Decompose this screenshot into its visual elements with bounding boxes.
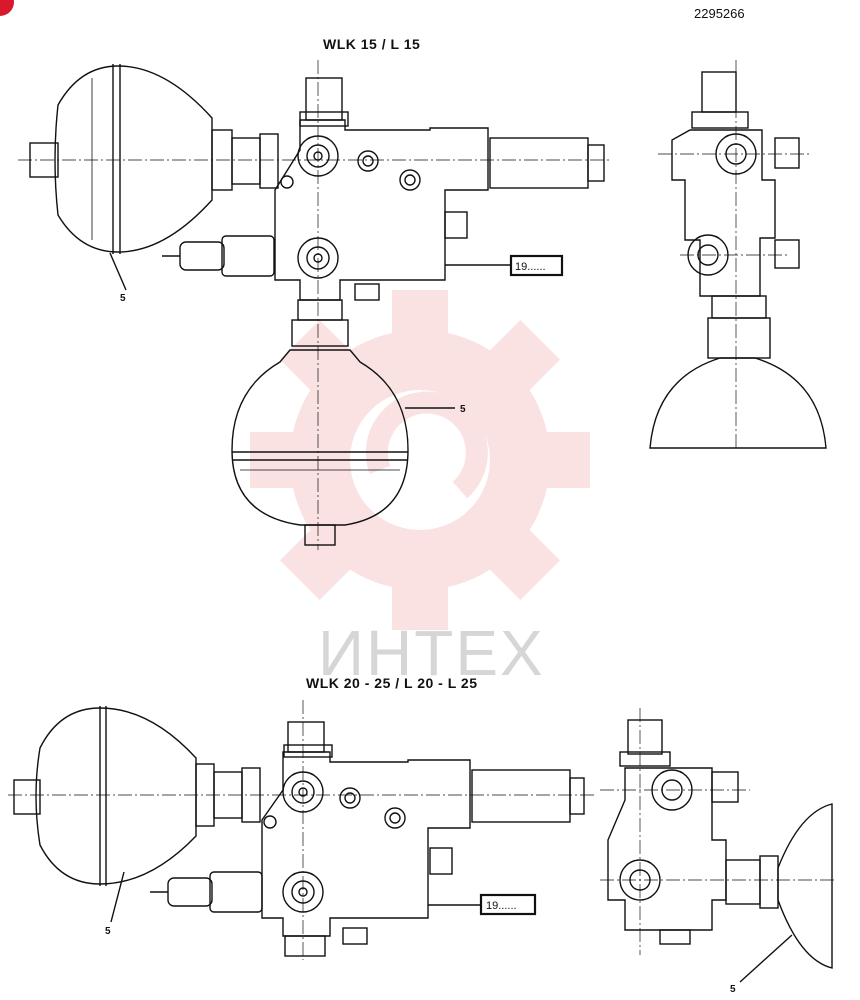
top-bottom-accumulator (231, 349, 409, 546)
reference-box-label: 19...... (486, 900, 517, 912)
figure-title-top: WLK 15 / L 15 (323, 36, 421, 52)
bottom-side-view (607, 719, 833, 969)
figure-title-bottom: WLK 20 - 25 / L 20 - L 25 (306, 675, 478, 691)
bottom-main-valve-block (150, 721, 585, 957)
watermark-text: ИНТЕХ (318, 617, 545, 689)
bottom-reference-box (479, 893, 537, 916)
top-center-lines (18, 60, 810, 550)
top-main-valve-block (162, 77, 605, 347)
top-left-accumulator (29, 64, 279, 254)
watermark-gear-icon (250, 290, 590, 630)
callout-label: 5 (105, 926, 111, 937)
callout-label: 5 (120, 293, 126, 304)
bottom-left-accumulator (13, 706, 261, 886)
top-side-view (649, 71, 827, 449)
bottom-center-lines (8, 700, 836, 960)
reference-box-label: 19...... (515, 261, 546, 273)
callout-label: 5 (730, 984, 736, 995)
top-reference-box (509, 254, 564, 277)
callout-label: 5 (460, 404, 466, 415)
document-number: 2295266 (694, 6, 745, 21)
top-leader-lines (109, 252, 511, 409)
bottom-leader-lines (110, 871, 793, 983)
